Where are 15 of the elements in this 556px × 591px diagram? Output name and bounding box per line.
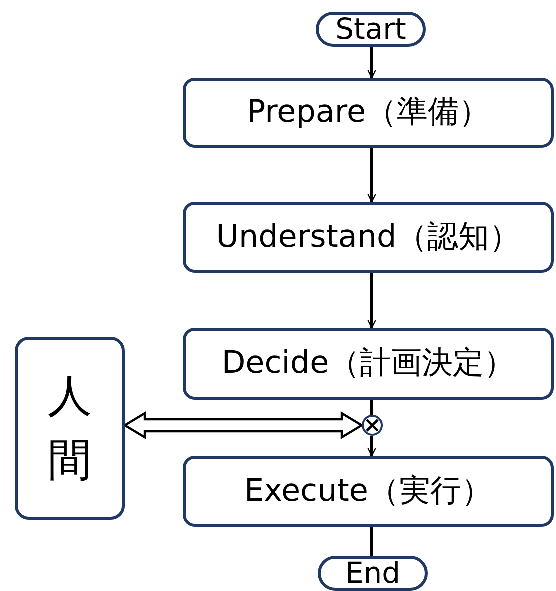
- double-arrow: [122, 412, 364, 440]
- process-box: Prepare（準備）: [183, 78, 554, 148]
- process-box: Understand（認知）: [183, 202, 554, 273]
- terminal-pill: End: [318, 556, 428, 591]
- arrow: [368, 436, 376, 457]
- process-box: Execute（実行）: [183, 456, 554, 527]
- summing-junction: [362, 415, 383, 436]
- terminal-pill: Start: [316, 12, 426, 47]
- arrow: [368, 47, 376, 79]
- connector-line: [370, 400, 374, 415]
- connector-line: [370, 527, 374, 556]
- arrow: [368, 273, 376, 329]
- side-box: 人間: [15, 337, 125, 520]
- process-box: Decide（計画決定）: [183, 328, 554, 400]
- arrow: [368, 148, 376, 203]
